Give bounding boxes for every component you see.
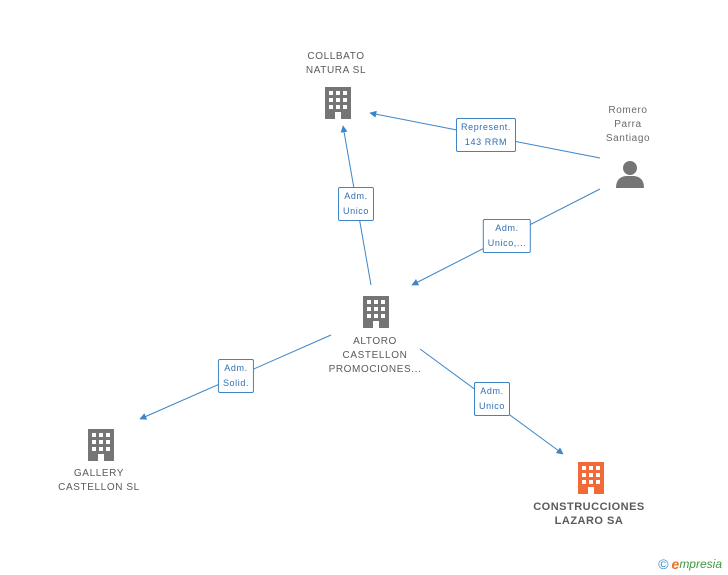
brand-logo-initial: e — [671, 556, 680, 572]
node-label-line: Parra — [614, 119, 642, 130]
person-icon[interactable] — [616, 161, 644, 188]
edge-label-line: Adm. — [495, 223, 519, 233]
copyright-icon: © — [658, 556, 669, 572]
node-label-line: ALTORO — [353, 336, 397, 347]
node-label-line: LAZARO SA — [554, 515, 624, 527]
edge-label-adm-solid[interactable]: Adm. Solid. — [217, 359, 255, 393]
node-label-line: CONSTRUCCIONES — [533, 501, 645, 513]
building-icon[interactable] — [325, 87, 351, 119]
node-label-gallery[interactable]: GALLERY CASTELLON SL — [58, 467, 140, 495]
edge-label-adm-unico-collbato[interactable]: Adm. Unico — [337, 187, 375, 221]
edge-label-line: 143 RRM — [464, 137, 508, 147]
edge-label-adm-unico-lazaro[interactable]: Adm. Unico — [473, 382, 511, 416]
building-icon[interactable] — [363, 296, 389, 328]
building-icon[interactable] — [578, 462, 604, 494]
building-icon[interactable] — [88, 429, 114, 461]
edge-label-line: Solid. — [222, 378, 250, 388]
edge-label-line: Adm. — [480, 386, 504, 396]
edge-label-line: Unico,... — [487, 238, 527, 248]
node-label-romero[interactable]: Romero Parra Santiago — [606, 104, 650, 146]
brand-logo-name: mpresia — [679, 557, 722, 571]
node-label-line: GALLERY — [73, 468, 125, 479]
node-label-altoro[interactable]: ALTORO CASTELLON PROMOCIONES... — [329, 335, 422, 377]
node-label-line: NATURA SL — [305, 65, 367, 76]
node-label-line: CASTELLON SL — [58, 482, 140, 493]
edge-label-line: Unico — [478, 401, 506, 411]
edge-label-line: Adm. — [224, 363, 248, 373]
node-label-line: COLLBATO — [307, 51, 365, 62]
node-label-line: CASTELLON — [342, 350, 408, 361]
node-label-collbato[interactable]: COLLBATO NATURA SL — [306, 50, 366, 78]
edge-label-line: Unico — [342, 206, 370, 216]
node-label-line: Santiago — [605, 133, 651, 144]
edge-label-line: Represent. — [460, 122, 512, 132]
edge-label-adm-unico-altoro[interactable]: Adm. Unico,... — [482, 219, 532, 253]
node-label-lazaro[interactable]: CONSTRUCCIONES LAZARO SA — [533, 500, 645, 528]
edge-label-represent[interactable]: Represent. 143 RRM — [455, 118, 517, 152]
node-label-line: PROMOCIONES... — [328, 364, 422, 375]
node-label-line: Romero — [608, 105, 648, 116]
edge-label-line: Adm. — [344, 191, 368, 201]
